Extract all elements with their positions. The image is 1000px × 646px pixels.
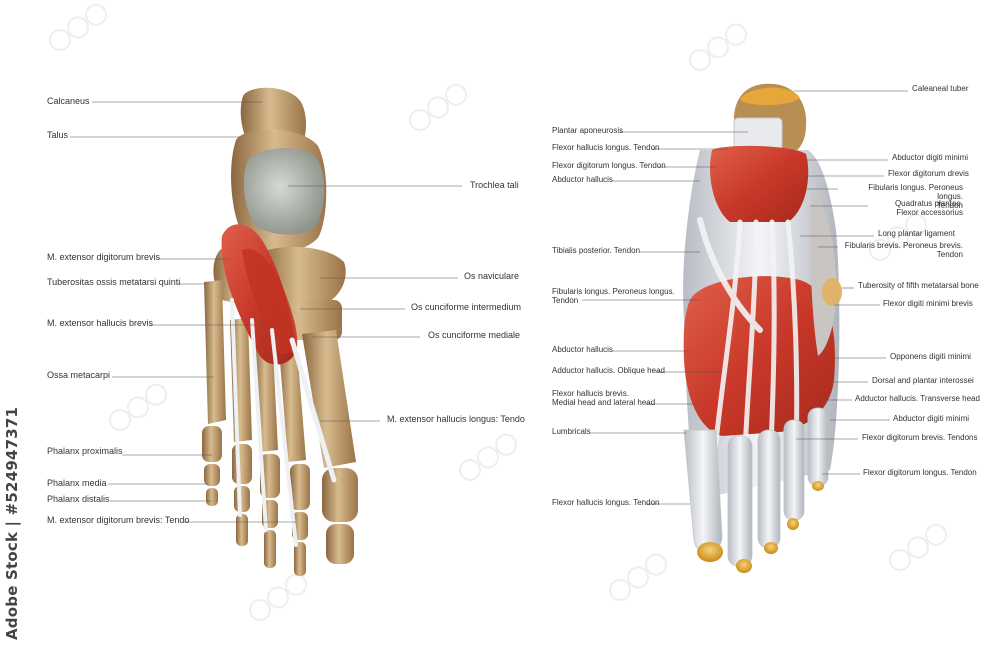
label-calcaneus: Calcaneus	[47, 96, 90, 106]
label-tibialis-posterior: Tibialis posterior. Tendon	[552, 246, 641, 255]
label-flexor-hallucis-brevis: Flexor hallucis brevis. Medial head and …	[552, 389, 656, 408]
fifth-metatarsal-tuberosity	[822, 278, 842, 306]
label-abductor-digiti-minimi-top: Abductor digiti minimi	[892, 153, 969, 162]
label-tuberositas-metatarsi-quinti: Tuberositas ossis metatarsi quinti	[47, 277, 181, 287]
label-extensor-hallucis-brevis: M. extensor hallucis brevis	[47, 318, 154, 328]
metatarsal-1	[302, 330, 356, 468]
label-os-cunciforme-intermedium: Os cunciforme intermedium	[411, 302, 522, 312]
label-talus: Talus	[47, 130, 69, 140]
label-opponens-digiti-minimi: Opponens digiti minimi	[890, 352, 971, 361]
flexor-digitorum-brevis-muscle	[710, 145, 809, 222]
watermark-id: Adobe Stock | #524947371	[3, 406, 21, 640]
label-plantar-aponeurosis: Plantar aponeurosis	[552, 126, 624, 135]
label-abductor-hallucis-top: Abductor hallucis	[552, 175, 613, 184]
label-flexor-digitorum-longus-tendon-bottom: Flexor digitorum longus. Tendon	[863, 468, 977, 477]
abductor-digiti-minimi-muscle	[810, 190, 837, 356]
label-adductor-hallucis-oblique: Adductor hallucis. Oblique head	[552, 366, 665, 375]
label-flexor-digitorum-longus-tendon-top: Flexor digitorum longus. Tendon	[552, 161, 666, 170]
label-flexor-digitorum-drevis: Flexor digitorum drevis	[888, 169, 969, 178]
metatarsal-2	[278, 334, 306, 462]
label-fibularis-brevis: Fibularis brevis. Peroneus brevis. Tendo…	[844, 241, 963, 260]
label-extensor-digitorum-brevis: M. extensor digitorum brevis	[47, 252, 161, 262]
label-os-naviculare: Os naviculare	[464, 271, 520, 281]
label-flexor-hallucis-longus-tendon-top: Flexor hallucis longus. Tendon	[552, 143, 660, 152]
label-extensor-hallucis-longus-tendo: M. extensor hallucis longus: Tendo	[387, 414, 525, 424]
label-adductor-hallucis-transverse: Adductor hallucis. Transverse head	[855, 394, 980, 403]
label-abductor-digiti-minimi-bottom: Abductor digiti minimi	[893, 414, 970, 423]
label-flexor-digitorum-brevis-tendons: Flexor digitorum brevis. Tendons	[862, 433, 978, 442]
label-ossa-metacarpi: Ossa metacarpi	[47, 370, 111, 380]
label-os-cunciforme-mediale: Os cunciforme mediale	[428, 330, 521, 340]
label-fibularis-longus-bottom: Fibularis longus. Peroneus longus. Tendo…	[552, 287, 675, 306]
label-abductor-hallucis-bottom: Abductor hallucis	[552, 345, 613, 354]
label-caleaneal-tuber: Caleaneal tuber	[912, 84, 969, 93]
plantar-foot-illustration	[683, 83, 842, 573]
label-lumbricals: Lumbricals	[552, 427, 591, 436]
toes	[683, 407, 829, 567]
label-fibularis-longus-top: Fibularis longus. Peroneus longus. Tendo…	[868, 183, 963, 211]
metatarsal-5	[204, 280, 226, 424]
label-trochlea-tali: Trochlea tali	[470, 180, 519, 190]
label-long-plantar-ligament: Long plantar ligament	[878, 229, 955, 238]
dorsal-foot-illustration	[202, 87, 358, 576]
label-extensor-digitorum-brevis-tendo: M. extensor digitorum brevis: Tendo	[47, 515, 190, 525]
label-tuberosity-fifth-metatarsal: Tuberosity of fifth metatarsal bone	[858, 281, 979, 290]
label-flexor-hallucis-longus-tendon-bottom: Flexor hallucis longus. Tendon	[552, 498, 660, 507]
label-dorsal-plantar-interossei: Dorsal and plantar interossei	[872, 376, 974, 385]
label-quadratus-plantae: Quadratus plantae. Flexor accessorius	[894, 199, 963, 218]
label-phalanx-proximalis: Phalanx proximalis	[47, 446, 123, 456]
trochlea-tali-cartilage	[243, 147, 325, 235]
extensor-hallucis-brevis-muscle	[242, 248, 298, 354]
calcaneal-tuber-top	[740, 87, 800, 106]
extensor-tendons	[230, 298, 337, 547]
label-flexor-digiti-minimi-brevis: Flexor digiti minimi brevis	[883, 299, 973, 308]
label-phalanx-distalis: Phalanx distalis	[47, 494, 110, 504]
toenails	[697, 481, 824, 573]
label-phalanx-media: Phalanx media	[47, 478, 107, 488]
label-leader-lines	[70, 90, 908, 523]
watermark-pattern	[49, 3, 948, 621]
